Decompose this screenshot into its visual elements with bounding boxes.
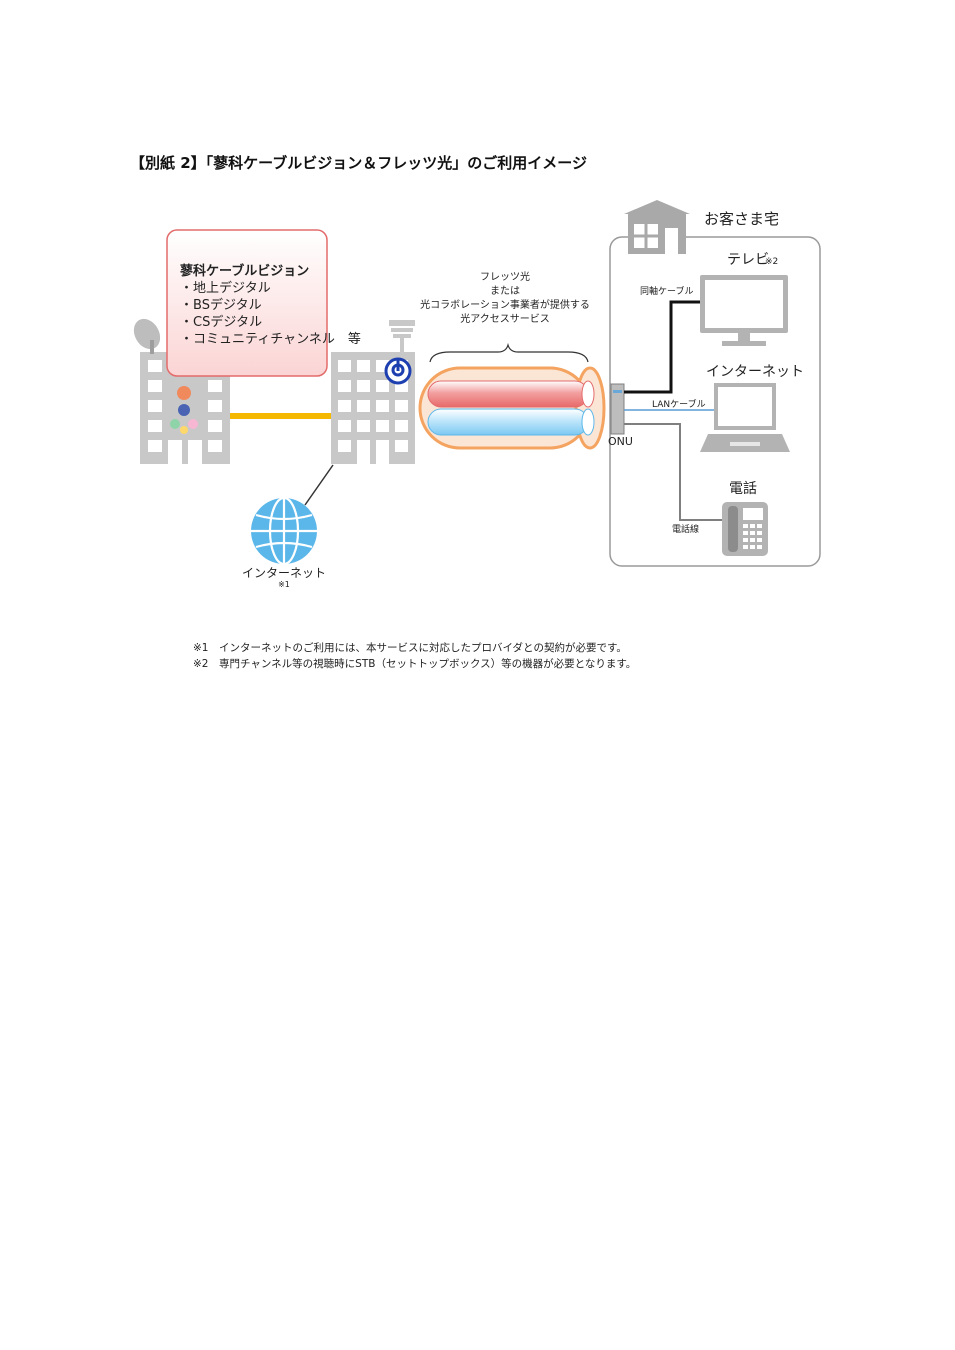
footnote: ※1 インターネットのご利用には、本サービスに対応したプロバイダとの契約が必要で… [193,642,627,654]
fiber-label-line: または [490,285,520,297]
phone-label: 電話 [729,480,757,497]
fiber-brace [429,342,589,363]
laptop-icon [700,383,790,452]
ntt-logo-icon [384,357,412,385]
fiber-cable [418,366,606,450]
internet-link [304,464,334,506]
onu-label: ONU [608,435,633,448]
fiber-label-line: 光アクセスサービス [460,312,550,325]
tv-label: テレビ [727,252,769,268]
globe-icon [251,496,317,566]
station-building [331,320,415,464]
provider-name: 蓼科ケーブルビジョン [179,263,309,279]
house-icon [624,200,690,254]
fiber-label-line: 光コラボレーション事業者が提供する [420,298,590,311]
phone-cable-label: 電話線 [672,523,699,535]
fiber-label-line: フレッツ光 [480,270,530,283]
tv-note: ※2 [765,257,778,267]
satellite-dish-icon [133,318,161,354]
globe-label: インターネット [242,566,326,580]
footnote: ※2 専門チャンネル等の視聴時にSTB（セットトップボックス）等の機器が必要とな… [193,658,637,670]
footnotes: ※1 インターネットのご利用には、本サービスに対応したプロバイダとの契約が必要で… [193,640,636,672]
coax-cable-label: 同軸ケーブル [640,285,693,297]
globe-note: ※1 [278,580,290,589]
tv-icon [700,275,788,346]
coax-cable [624,300,700,394]
provider-item: ・BSデジタル [180,297,262,313]
phone-cable [624,423,722,521]
provider-item: ・コミュニティチャンネル 等 [180,331,361,347]
lan-cable-label: LANケーブル [652,398,706,410]
pc-label: インターネット [706,364,804,380]
rooftop-antenna-icon [389,320,415,352]
onu-device-icon [610,383,625,435]
provider-box [166,229,328,377]
provider-item: ・CSデジタル [180,314,262,330]
staff-illustration-icon [170,386,198,434]
provider-item: ・地上デジタル [180,280,271,296]
customer-home-label: お客さま宅 [704,210,779,228]
page-title: 【別紙 2】「蓼科ケーブルビジョン＆フレッツ光」のご利用イメージ [130,154,587,172]
phone-icon [722,502,768,556]
